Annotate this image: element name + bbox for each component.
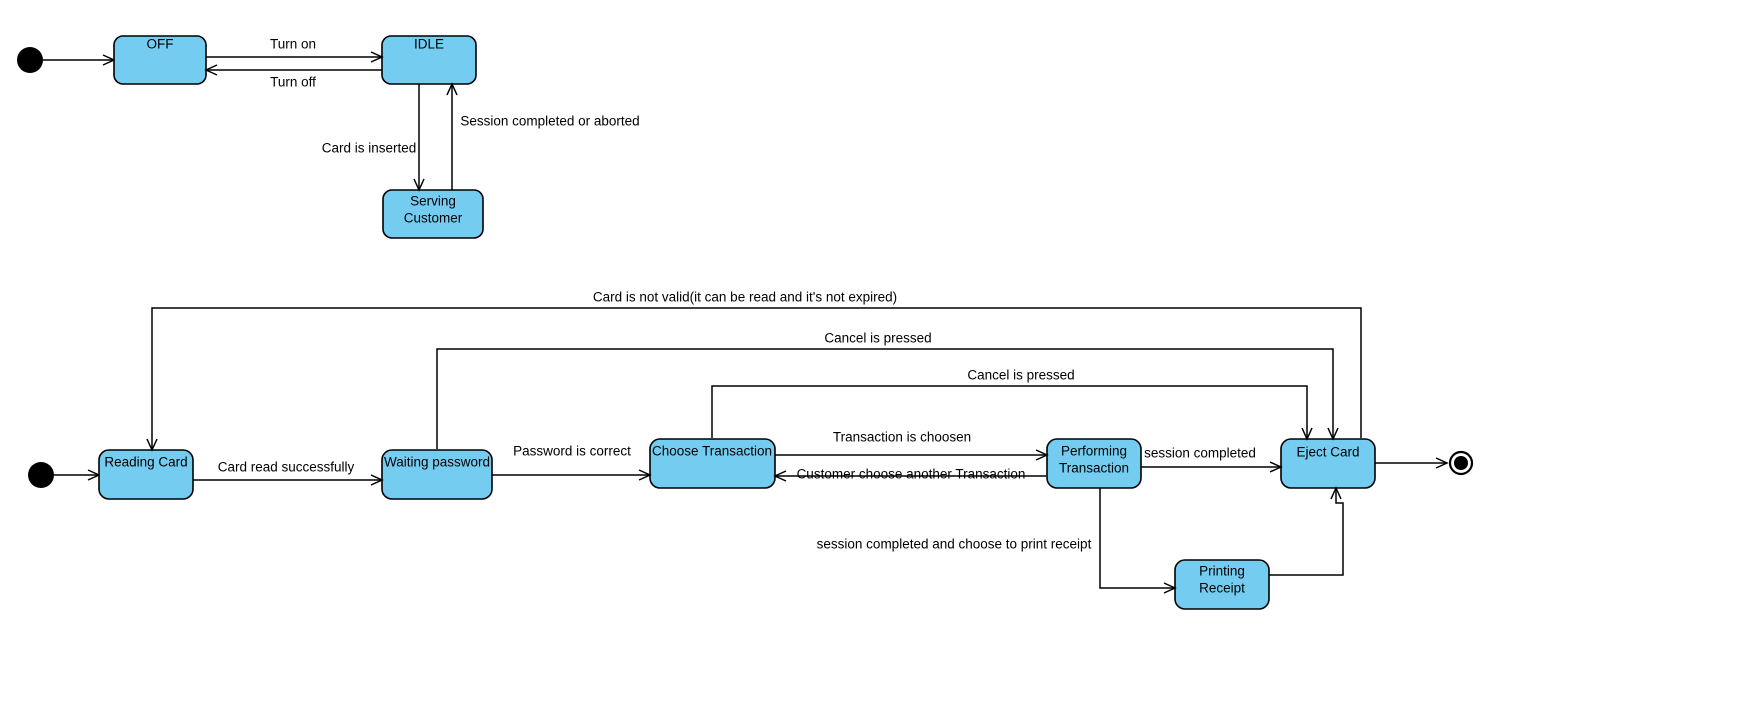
edge-label-customer-choose-another-transaction: Customer choose another Transaction xyxy=(797,467,1026,482)
state-performing-transaction-label-line2: Transaction xyxy=(1059,461,1129,476)
state-printing-receipt-label-line1: Printing xyxy=(1199,564,1245,579)
initial-state-top xyxy=(17,47,43,73)
state-performing-transaction[interactable] xyxy=(1046,438,1142,489)
state-reading-card[interactable] xyxy=(98,449,194,500)
edge-label-card-is-inserted: Card is inserted xyxy=(322,141,417,156)
state-choose-transaction[interactable] xyxy=(649,438,776,489)
edge-label-session-completed: session completed xyxy=(1144,446,1256,461)
edge-eject-to-reading-card-invalid xyxy=(146,307,1362,452)
state-printing-receipt-label-line2: Receipt xyxy=(1199,581,1245,596)
edge-performing-to-printing xyxy=(1099,488,1177,594)
state-off[interactable] xyxy=(113,35,207,85)
state-reading-card-label: Reading Card xyxy=(104,455,187,470)
state-performing-transaction-label-line1: Performing xyxy=(1061,444,1127,459)
state-waiting-password-label: Waiting password xyxy=(384,455,490,470)
state-serving-customer-label-line2: Customer xyxy=(404,211,463,226)
state-eject-card-label: Eject Card xyxy=(1296,445,1359,460)
final-state-inner xyxy=(1454,456,1468,470)
initial-state-bottom xyxy=(28,462,54,488)
edge-label-session-completed-or-aborted: Session completed or aborted xyxy=(460,114,639,129)
state-serving-customer-label-line1: Serving xyxy=(410,194,456,209)
edge-label-turn-on: Turn on xyxy=(270,37,316,52)
machine-atm-session: Reading Card Waiting password Choose Tra… xyxy=(28,290,1474,610)
edge-label-card-is-not-valid: Card is not valid(it can be read and it'… xyxy=(593,290,897,305)
edge-printing-to-eject xyxy=(1269,486,1344,576)
state-serving-customer[interactable] xyxy=(382,189,484,239)
state-idle-label: IDLE xyxy=(414,37,444,52)
edge-label-cancel-is-pressed-upper: Cancel is pressed xyxy=(824,331,931,346)
edge-label-session-completed-print-receipt: session completed and choose to print re… xyxy=(817,537,1092,552)
state-choose-transaction-label: Choose Transaction xyxy=(652,444,772,459)
edge-label-cancel-is-pressed-lower: Cancel is pressed xyxy=(967,368,1074,383)
edge-label-turn-off: Turn off xyxy=(270,75,316,90)
machine-atm-lifecycle: OFF IDLE Turn on Turn off Serving Custom… xyxy=(17,35,640,239)
edge-label-transaction-is-choosen: Transaction is choosen xyxy=(833,430,971,445)
edge-label-card-read-successfully: Card read successfully xyxy=(218,460,355,475)
edge-waiting-to-eject-cancel xyxy=(436,348,1339,449)
edge-label-password-is-correct: Password is correct xyxy=(513,444,631,459)
state-off-label: OFF xyxy=(147,37,174,52)
edge-choose-to-eject-cancel xyxy=(711,385,1313,441)
